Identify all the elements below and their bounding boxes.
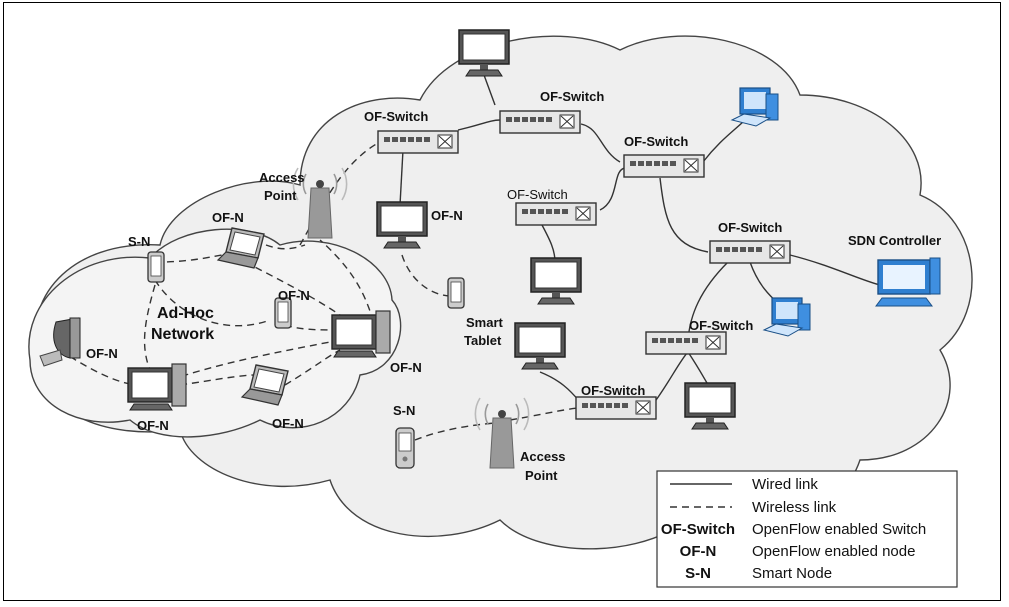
label-of-n: OF-N — [137, 418, 169, 433]
label-of-switch: OF-Switch — [507, 187, 568, 202]
legend-text: Wireless link — [752, 499, 837, 516]
label-of-n: OF-N — [431, 208, 463, 223]
label-of-n: OF-N — [86, 346, 118, 361]
label-of-switch: OF-Switch — [689, 318, 753, 333]
smart-node-tablet-icon — [147, 251, 165, 283]
legend-key: OF-N — [680, 543, 717, 560]
legend-text: Wired link — [752, 476, 818, 493]
tv-node-icon — [39, 317, 81, 367]
switch-icon — [623, 154, 705, 178]
label-s-n: S-N — [128, 234, 150, 249]
label-of-n: OF-N — [390, 360, 422, 375]
label-of-n: OF-N — [272, 416, 304, 431]
label-access-point: Point — [525, 468, 558, 483]
legend: OF-Switch OF-N S-N Wired link Wireless l… — [656, 470, 958, 588]
legend-text: OpenFlow enabled node — [752, 543, 915, 560]
label-adhoc-network: Network — [151, 326, 214, 343]
label-of-switch: OF-Switch — [624, 134, 688, 149]
switch-icon — [499, 110, 581, 134]
label-of-switch: OF-Switch — [540, 89, 604, 104]
label-s-n: S-N — [393, 403, 415, 418]
label-adhoc-network: Ad-Hoc — [157, 305, 214, 322]
switch-icon — [515, 202, 597, 226]
label-sdn-controller: SDN Controller — [848, 233, 941, 248]
legend-key: S-N — [685, 565, 711, 582]
label-of-n: OF-N — [212, 210, 244, 225]
legend-text: Smart Node — [752, 565, 832, 582]
diagram-frame — [3, 2, 1001, 601]
label-access-point: Access — [520, 449, 566, 464]
switch-icon — [575, 396, 657, 420]
label-smart-tablet: Tablet — [464, 333, 502, 348]
label-of-switch: OF-Switch — [718, 220, 782, 235]
label-of-n: OF-N — [278, 288, 310, 303]
switch-icon — [377, 130, 459, 154]
label-access-point: Access — [259, 170, 305, 185]
smart-node-phone-icon — [395, 427, 415, 469]
label-of-switch: OF-Switch — [364, 109, 428, 124]
legend-key: OF-Switch — [661, 521, 735, 538]
switch-icon — [645, 331, 727, 355]
label-smart-tablet: Smart — [466, 315, 504, 330]
label-of-switch: OF-Switch — [581, 383, 645, 398]
legend-text: OpenFlow enabled Switch — [752, 521, 926, 538]
label-access-point: Point — [264, 188, 297, 203]
switch-icon — [709, 240, 791, 264]
smart-tablet-icon — [447, 277, 465, 309]
